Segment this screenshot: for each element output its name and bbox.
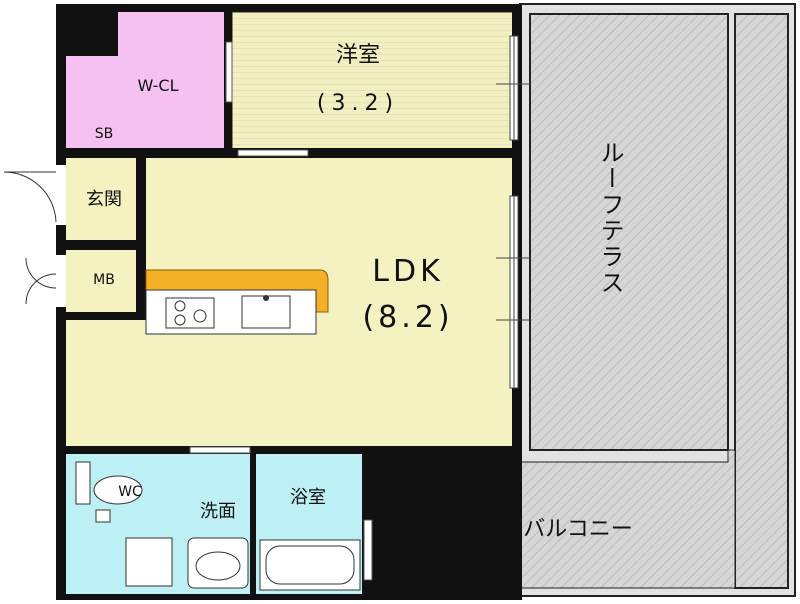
washroom-label: 洗面 [200,501,236,522]
ldk-size: (8.2) [362,300,454,335]
balcony-label: バルコニー [523,517,633,542]
meter-box-label: MB [93,272,115,288]
toilet-label: WC [118,484,142,500]
washbasin-icon [187,537,249,589]
walk-in-closet [66,12,224,148]
western-room-size: (3.2) [316,91,400,116]
washing-machine-pan [125,537,173,587]
roof-terrace-hatch [529,13,729,451]
roof-terrace-hatch-right [734,13,789,589]
walk-in-closet-label: W-CL [137,76,179,95]
toilet-icon [75,461,143,523]
shoe-box-label: SB [94,126,114,142]
shoe-box [66,120,138,148]
western-room-name: 洋室 [335,43,381,68]
stove-icon [165,297,215,329]
entrance-label: 玄関 [86,189,122,210]
ldk-room-patch [66,318,146,446]
bathroom-label: 浴室 [290,487,326,508]
western-room [231,11,515,153]
roof-terrace-label: ルーフテラス [596,140,624,296]
sink-icon [241,295,291,329]
ldk-label: LDK [372,254,444,289]
bathtub-icon [259,539,361,591]
